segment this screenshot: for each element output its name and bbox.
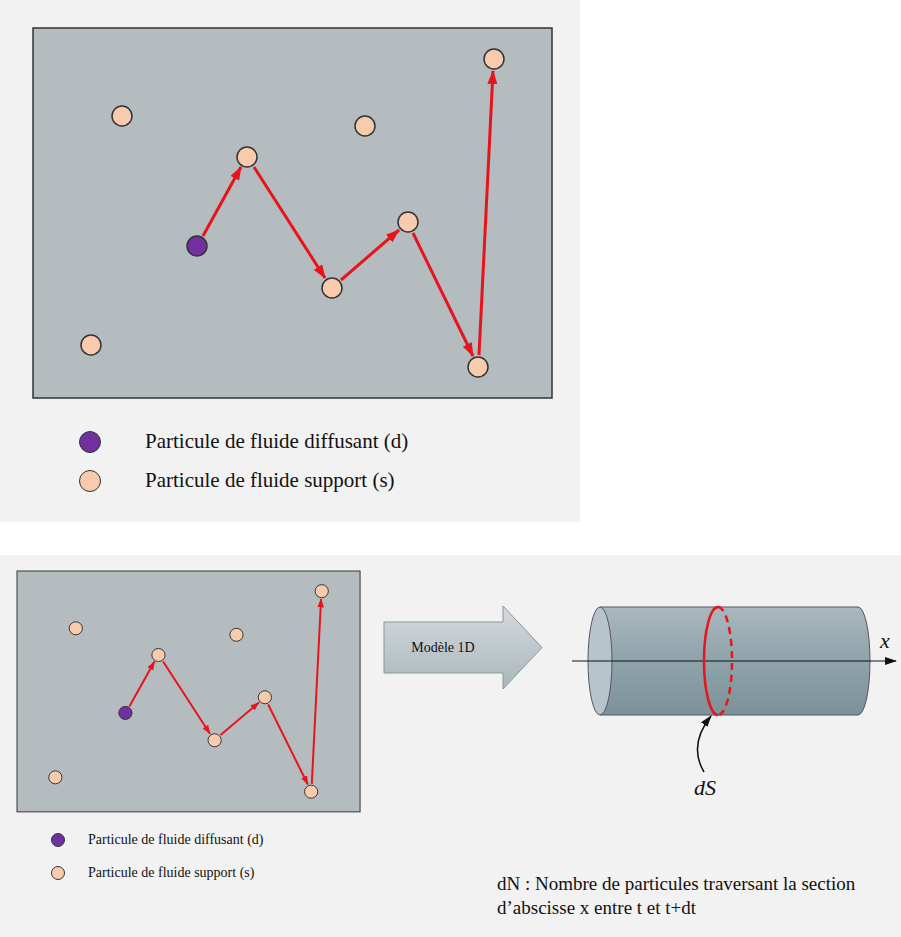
bottom-panel [0, 555, 901, 937]
model-arrow: Modèle 1D [383, 605, 543, 690]
surface-label: dS [694, 774, 716, 802]
particle-scene-small [17, 571, 360, 812]
legend-swatch [79, 470, 101, 492]
axis-label: x [880, 627, 890, 655]
legend-text: Particule de fluide support (s) [145, 468, 395, 493]
top-panel [0, 0, 580, 522]
x-axis [572, 660, 896, 661]
legend-text: Particule de fluide diffusant (d) [145, 429, 408, 454]
legend-text: Particule de fluide diffusant (d) [88, 832, 263, 849]
section-back [718, 607, 732, 715]
legend-swatch [51, 833, 65, 847]
legend-swatch [51, 866, 65, 880]
leader-line [697, 716, 711, 772]
legend-text: Particule de fluide support (s) [88, 865, 254, 882]
particle-scene [33, 28, 552, 398]
arrow-label: Modèle 1D [411, 640, 474, 656]
note: dN : Nombre de particules traversant la … [497, 872, 899, 920]
section-front [704, 607, 718, 715]
cylinder [572, 607, 896, 715]
legend-swatch [79, 431, 101, 453]
